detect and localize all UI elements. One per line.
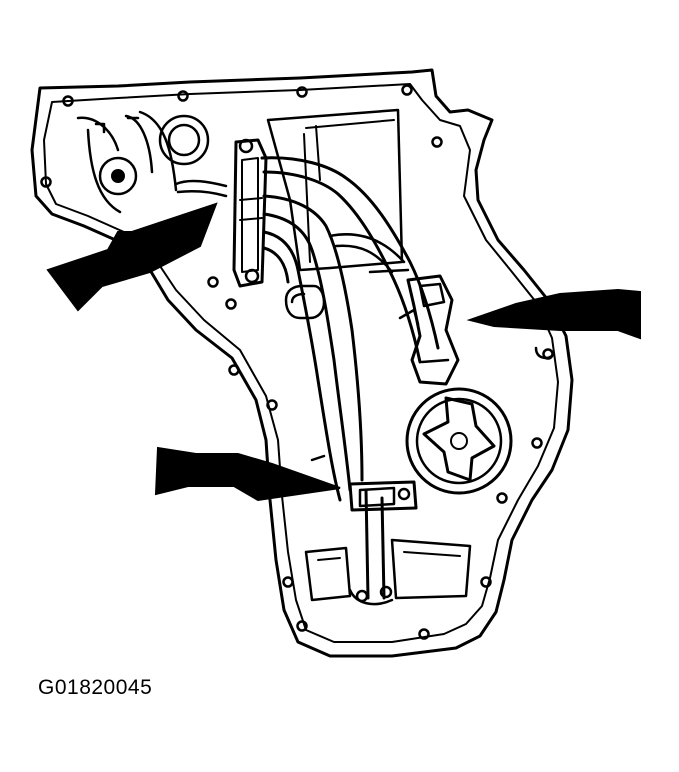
lower-pipe-clamp <box>310 454 418 512</box>
upper-left-bosses <box>76 110 228 214</box>
right-pipe-clamp <box>398 274 460 386</box>
arrow-upper-left <box>46 202 218 312</box>
figure-identifier: G01820045 <box>38 676 153 699</box>
oil-pan-lower <box>304 538 472 606</box>
crank-sprocket <box>405 346 554 495</box>
arrow-right <box>466 288 641 340</box>
callout-arrows <box>46 202 641 502</box>
center-pad <box>266 108 410 320</box>
pipe-clamp-block <box>232 138 268 288</box>
oil-pipes <box>260 156 440 600</box>
cover-outline <box>30 68 574 658</box>
arrow-lower-left <box>154 446 341 502</box>
